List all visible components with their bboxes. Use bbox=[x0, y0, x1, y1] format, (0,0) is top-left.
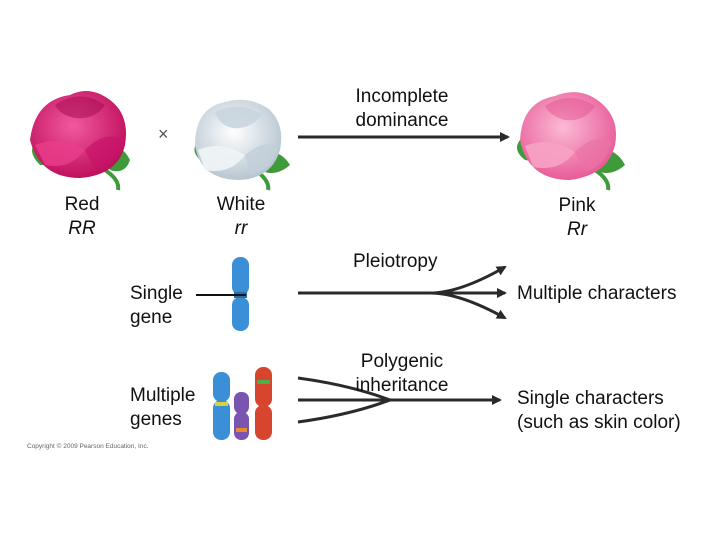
red-rose-label: Red RR bbox=[52, 193, 112, 241]
pleiotropy-label: Pleiotropy bbox=[353, 251, 438, 272]
single-gene-line1: Single bbox=[130, 283, 183, 304]
multiple-genes-label: Multiple genes bbox=[130, 384, 195, 432]
single-gene-label: Single gene bbox=[130, 282, 183, 330]
multiple-genes-chromosomes bbox=[213, 367, 272, 440]
polygenic-arrows bbox=[297, 376, 502, 424]
pink-rose-genotype: Rr bbox=[566, 219, 588, 240]
single-gene-chromosome bbox=[232, 257, 249, 331]
incomplete-dominance-line2: dominance bbox=[355, 110, 449, 131]
polygenic-inheritance-label: Polygenic inheritance bbox=[322, 350, 482, 398]
pink-rose-name: Pink bbox=[558, 195, 596, 216]
white-rose-genotype: rr bbox=[234, 218, 248, 239]
pink-rose-label: Pink Rr bbox=[547, 194, 607, 242]
white-rose-label: White rr bbox=[206, 193, 276, 241]
single-characters-label: Single characters (such as skin color) bbox=[517, 387, 681, 435]
red-rose-genotype: RR bbox=[68, 218, 96, 239]
polygenic-line2: inheritance bbox=[355, 375, 449, 396]
incomplete-dominance-label: Incomplete dominance bbox=[312, 85, 492, 133]
pink-rose-image bbox=[516, 92, 625, 191]
single-characters-line1: Single characters bbox=[517, 388, 664, 409]
multiple-characters-label: Multiple characters bbox=[517, 283, 677, 304]
polygenic-line1: Polygenic bbox=[360, 351, 444, 372]
red-rose-name: Red bbox=[64, 194, 100, 215]
pleiotropy-arrows bbox=[298, 265, 507, 320]
white-rose-image bbox=[194, 99, 290, 191]
incomplete-dominance-line1: Incomplete bbox=[355, 86, 449, 107]
red-rose-image bbox=[30, 91, 130, 191]
white-rose-name: White bbox=[216, 194, 266, 215]
cross-symbol: × bbox=[158, 124, 169, 144]
multiple-genes-line1: Multiple bbox=[130, 385, 196, 406]
single-characters-line2: (such as skin color) bbox=[517, 412, 681, 433]
copyright-notice: Copyright © 2009 Pearson Education, Inc. bbox=[27, 443, 149, 450]
multiple-genes-line2: genes bbox=[130, 409, 182, 430]
single-gene-line2: gene bbox=[130, 307, 173, 328]
